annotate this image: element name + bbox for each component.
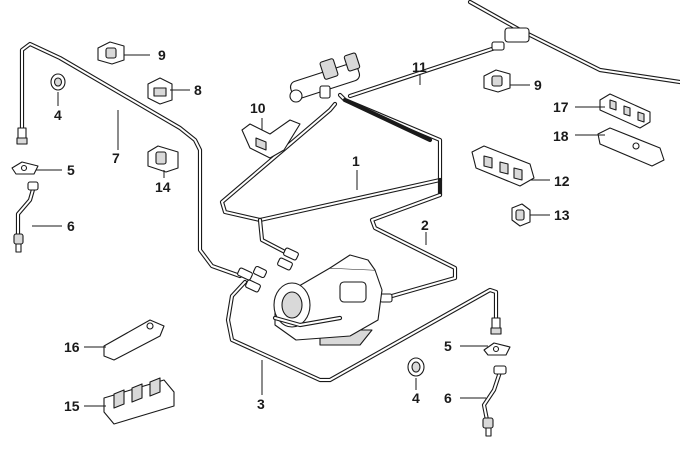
callout-5-left: 5 bbox=[67, 162, 75, 178]
callout-5-right: 5 bbox=[444, 338, 452, 354]
frame-rail bbox=[467, 0, 680, 85]
brake-line-3 bbox=[225, 279, 502, 383]
callout-15: 15 bbox=[64, 398, 80, 414]
callout-17: 17 bbox=[553, 99, 569, 115]
part-16-bracket bbox=[103, 319, 165, 361]
master-cylinder bbox=[289, 52, 361, 103]
callout-11: 11 bbox=[412, 59, 427, 75]
callout-3: 3 bbox=[257, 396, 265, 412]
callout-4-left: 4 bbox=[54, 107, 62, 123]
callout-13: 13 bbox=[554, 207, 570, 223]
callout-10: 10 bbox=[250, 100, 266, 116]
part-12-holder bbox=[471, 145, 535, 187]
brake-line-7 bbox=[16, 41, 243, 279]
callout-8: 8 bbox=[194, 82, 202, 98]
callout-12: 12 bbox=[554, 173, 570, 189]
part-5-clip-right bbox=[483, 342, 511, 356]
part-13-grommet bbox=[511, 203, 531, 227]
leader-lines bbox=[32, 54, 605, 407]
part-10-bracket bbox=[241, 119, 301, 159]
callout-4-right: 4 bbox=[412, 390, 420, 406]
callout-1: 1 bbox=[352, 153, 360, 169]
part-14-clip bbox=[147, 145, 179, 173]
brake-line-2 bbox=[369, 192, 458, 301]
callout-9-right: 9 bbox=[534, 77, 542, 93]
brake-line-11 bbox=[342, 41, 505, 143]
callout-6-right: 6 bbox=[444, 390, 452, 406]
callout-18: 18 bbox=[553, 128, 569, 144]
part-15-pipe-holder bbox=[103, 377, 175, 425]
part-6-hose-right bbox=[481, 365, 507, 437]
part-6-hose-left bbox=[13, 181, 39, 253]
callout-9-top: 9 bbox=[158, 47, 166, 63]
callout-2: 2 bbox=[421, 217, 429, 233]
part-9-clip-right bbox=[483, 69, 511, 93]
brake-line-1 bbox=[219, 92, 443, 255]
callout-14: 14 bbox=[155, 179, 171, 195]
part-5-clip-left bbox=[11, 161, 39, 175]
callout-6-left: 6 bbox=[67, 218, 75, 234]
callout-numbers: 9 8 4 7 5 6 14 10 11 9 17 18 12 13 1 2 3… bbox=[54, 47, 570, 414]
callout-16: 16 bbox=[64, 339, 80, 355]
part-8-bracket bbox=[147, 77, 173, 105]
part-9-clip-top bbox=[97, 41, 125, 65]
part-18-bracket bbox=[597, 127, 665, 167]
part-17-pipe-holder bbox=[599, 93, 651, 129]
abs-hydraulic-unit bbox=[272, 254, 383, 346]
callout-7: 7 bbox=[112, 150, 120, 166]
part-4-grommet-right bbox=[407, 357, 425, 377]
part-4-grommet-left bbox=[50, 73, 66, 91]
pipe-fittings bbox=[237, 247, 393, 303]
